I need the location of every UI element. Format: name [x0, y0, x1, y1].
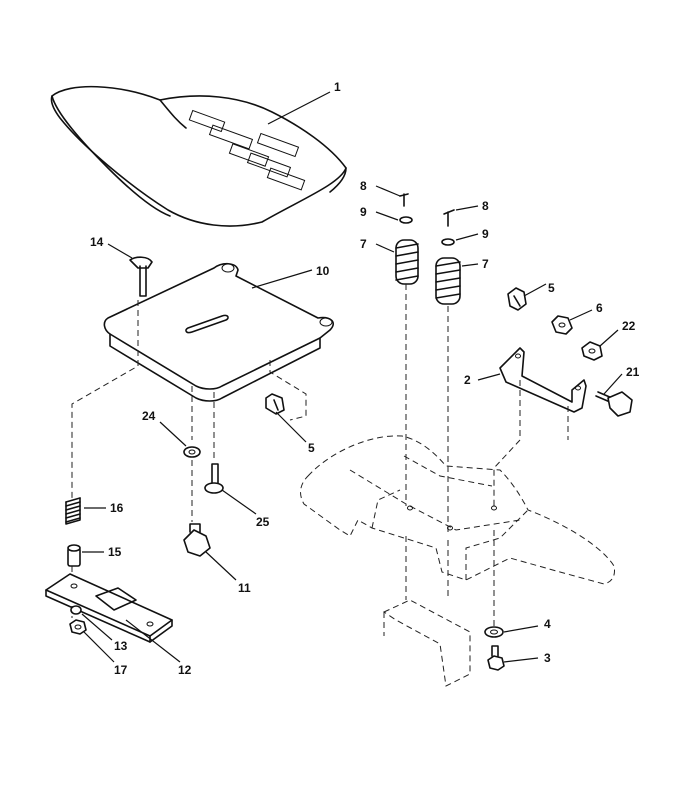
seat-part: [50, 85, 347, 227]
callout-14: 14: [90, 235, 104, 249]
slide-bracket-part-12: [45, 573, 173, 643]
callout-9-left: 9: [360, 205, 367, 219]
leader-line-7-left: [375, 243, 395, 253]
bolt-part-3: [487, 645, 505, 671]
clip-part-5-right: [507, 287, 527, 311]
callout-1: 1: [334, 80, 341, 94]
leader-line-12: [125, 619, 181, 663]
shoulder-bolt-part-25: [204, 463, 224, 494]
callout-2: 2: [464, 373, 471, 387]
leader-line-8-left: [375, 185, 401, 197]
callout-24: 24: [142, 409, 156, 423]
callout-10: 10: [316, 264, 330, 278]
seat-pan-part-10: [103, 262, 334, 402]
callout-8-right: 8: [482, 199, 489, 213]
leader-line-25: [221, 489, 257, 515]
washer-part-13: [70, 605, 82, 615]
spring-part-7-left: [395, 239, 419, 285]
callout-8-left: 8: [360, 179, 367, 193]
callout-6: 6: [596, 301, 603, 315]
bolt-part-14: [129, 256, 153, 297]
callout-7-left: 7: [360, 237, 367, 251]
callout-12: 12: [178, 663, 192, 677]
nut-part-22: [581, 341, 603, 361]
washer-part-24: [183, 446, 201, 458]
callout-21: 21: [626, 365, 640, 379]
knob-bolt-part-21: [595, 391, 633, 417]
leader-line-7-right: [461, 263, 479, 267]
callout-4: 4: [544, 617, 551, 631]
leader-line-1: [267, 91, 331, 125]
spring-part-16: [65, 497, 81, 525]
spacer-part-15: [67, 544, 81, 567]
leader-line-3: [503, 657, 539, 663]
leader-line-6: [569, 309, 593, 321]
leader-line-13: [81, 613, 113, 641]
leader-line-4: [503, 625, 539, 633]
leader-line-9-left: [375, 211, 399, 221]
nut-part-6: [551, 315, 573, 335]
callout-25: 25: [256, 515, 270, 529]
callout-3: 3: [544, 651, 551, 665]
spring-part-7-right: [435, 257, 461, 305]
leader-line-21: [603, 373, 623, 395]
leader-line-17: [83, 631, 115, 663]
leader-line-5-right: [523, 283, 547, 297]
leader-line-5-left: [275, 411, 307, 443]
leader-line-14: [107, 243, 133, 259]
clip-part-5-left: [265, 393, 285, 415]
leader-line-8-right: [455, 205, 479, 211]
leader-line-11: [205, 551, 237, 581]
callout-11: 11: [238, 581, 251, 595]
cotter-pin-part-8-right: [443, 209, 455, 227]
washer-part-4: [484, 626, 504, 638]
leader-line-22: [599, 329, 619, 347]
leader-line-10: [251, 269, 313, 289]
tractor-frame-phantom: [300, 435, 615, 687]
callout-7-right: 7: [482, 257, 489, 271]
nut-part-17: [69, 619, 87, 635]
bracket-part-2: [499, 347, 587, 413]
callout-16: 16: [110, 501, 124, 515]
callout-5-left: 5: [308, 441, 315, 455]
leader-line-24: [159, 421, 187, 447]
cotter-pin-part-8-left: [399, 193, 409, 207]
callout-5-right: 5: [548, 281, 555, 295]
leader-line-9-right: [455, 233, 479, 241]
knob-part-11: [183, 523, 211, 557]
callout-17: 17: [114, 663, 128, 677]
washer-part-9-right: [441, 238, 455, 246]
washer-part-9-left: [399, 216, 413, 224]
leader-line-2: [477, 373, 501, 381]
callout-22: 22: [622, 319, 636, 333]
callout-15: 15: [108, 545, 122, 559]
callout-13: 13: [114, 639, 128, 653]
callout-9-right: 9: [482, 227, 489, 241]
